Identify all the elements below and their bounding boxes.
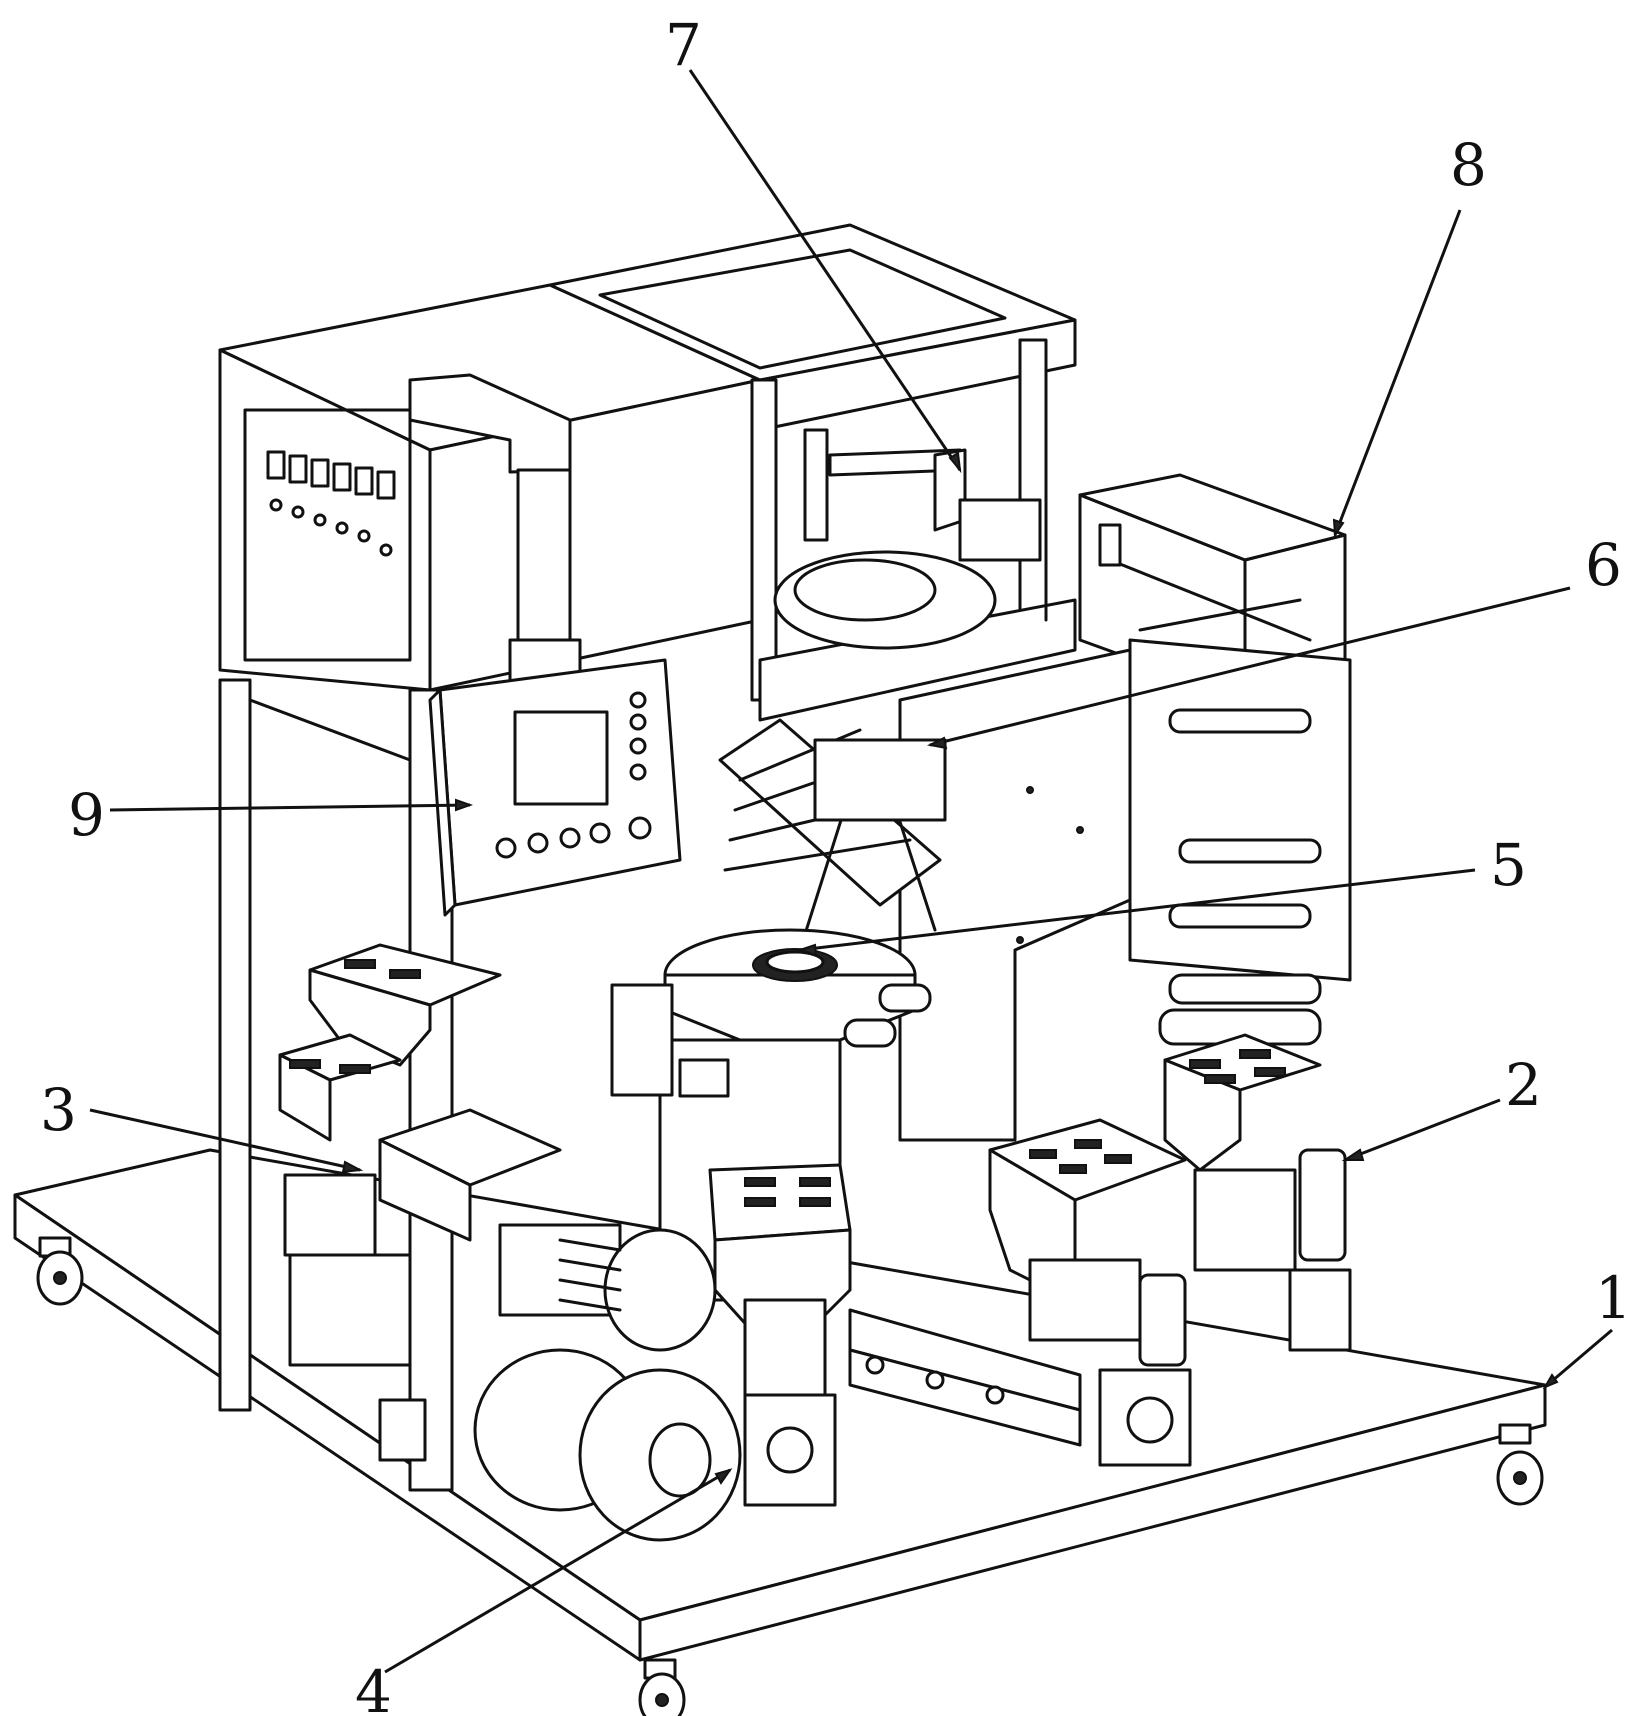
callout-labels: 1 2 3 4 5 6 7 8 9: [40, 11, 1632, 1716]
callout-6: 6: [1585, 531, 1622, 599]
motor-fins: [558, 1238, 622, 1312]
hopper-slots-right: [1189, 1049, 1286, 1084]
caster-front-left: [36, 1236, 84, 1306]
caster-wheels: [36, 1236, 1544, 1716]
leader-lines: [89, 69, 1613, 1674]
leader-8: [1333, 209, 1462, 536]
top-frame: [548, 223, 1077, 722]
extruder-left: [278, 943, 562, 1462]
leader-9: [109, 803, 471, 812]
panel-buttons: [495, 691, 652, 859]
callout-7: 7: [665, 11, 702, 79]
guide-rollers: [1158, 708, 1322, 1046]
extruder-right: [1163, 1033, 1352, 1352]
callout-2: 2: [1505, 1051, 1542, 1119]
cabinet-switch-row: [266, 450, 396, 557]
rear-plate: [898, 638, 1352, 1142]
callout-1: 1: [1595, 1264, 1632, 1332]
leader-4: [384, 1468, 731, 1674]
leader-2: [1344, 1098, 1501, 1162]
caster-front-center: [638, 1658, 686, 1716]
leader-5: [799, 868, 1476, 952]
winding-roller-assembly: [773, 428, 1042, 650]
hopper-slots-left: [289, 959, 421, 1074]
callout-9: 9: [68, 781, 105, 849]
caster-right: [1496, 1423, 1544, 1506]
film-guide-ladder: [718, 718, 947, 952]
leader-6: [929, 586, 1571, 747]
extruder-center-right: [848, 1118, 1192, 1467]
callout-5: 5: [1490, 831, 1527, 899]
callout-3: 3: [40, 1076, 77, 1144]
leader-3: [89, 1108, 361, 1172]
control-panel: [428, 658, 682, 917]
leader-7: [688, 69, 962, 471]
blower-duct: [408, 373, 582, 684]
main-motor: [473, 1223, 742, 1542]
leader-1: [1544, 1328, 1613, 1389]
hopper-slots-front: [744, 1177, 831, 1207]
callout-8: 8: [1450, 131, 1487, 199]
hopper-slots-center-right: [1029, 1139, 1132, 1174]
callout-4: 4: [355, 1658, 392, 1716]
